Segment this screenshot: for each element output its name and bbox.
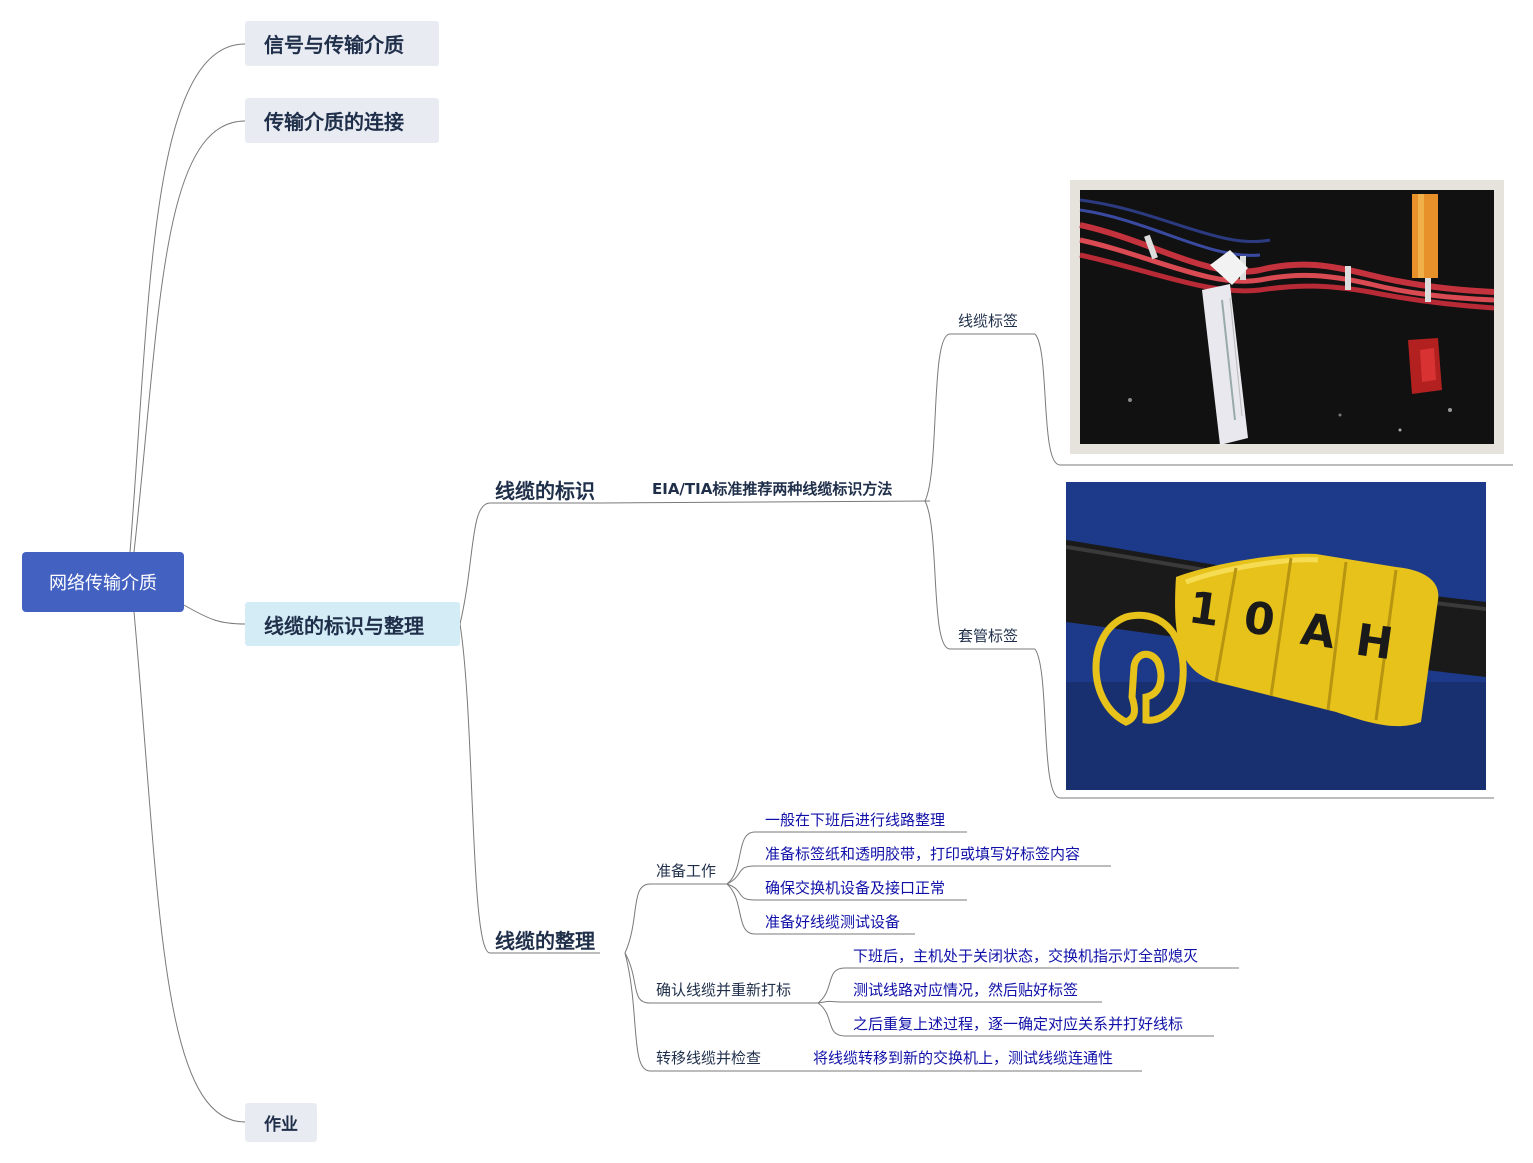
line-root-cablemgmt (183, 604, 246, 625)
topic-signal-label: 信号与传输介质 (264, 33, 404, 57)
line-prep-2 (726, 865, 1111, 885)
sleeve-char-3: A (1297, 603, 1339, 660)
prep-item-2[interactable]: 准备标签纸和透明胶带，打印或填写好标签内容 (765, 845, 1081, 863)
line-confirm-3 (817, 1002, 1214, 1037)
line-confirm-1 (817, 967, 1239, 1004)
line-org-transfer (624, 952, 1142, 1072)
confirm-item-2[interactable]: 测试线路对应情况，然后贴好标签 (853, 981, 1079, 999)
sleeve-char-4: H (1352, 614, 1397, 671)
sleeve-tag-photo: 1 0 A H (1066, 482, 1486, 790)
topic-cable-mgmt-label: 线缆的标识与整理 (264, 613, 424, 638)
sleeve-tag-photo-drawing (1066, 482, 1486, 790)
line-root-signal (129, 43, 246, 553)
confirm-item-1[interactable]: 下班后，主机处于关闭状态，交换机指示灯全部熄灭 (853, 947, 1199, 965)
topic-signal[interactable]: 信号与传输介质 (245, 21, 439, 66)
root-topic-label: 网络传输介质 (49, 573, 157, 594)
confirm-item-3[interactable]: 之后重复上述过程，逐一确定对应关系并打好线标 (853, 1015, 1184, 1033)
topic-identification[interactable]: 线缆的标识 (495, 479, 595, 503)
topic-cable-tag[interactable]: 线缆标签 (958, 312, 1019, 330)
topic-connection-label: 传输介质的连接 (264, 110, 404, 134)
line-ident-method (599, 500, 931, 504)
line-confirm-2 (817, 1000, 1102, 1004)
topic-sleeve-tag[interactable]: 套管标签 (958, 627, 1019, 645)
topic-method[interactable]: EIA/TIA标准推荐两种线缆标识方法 (652, 480, 893, 498)
line-org-confirm (624, 952, 818, 1004)
topic-homework-label: 作业 (264, 1115, 298, 1135)
line-cablemgmt-ident (459, 502, 600, 625)
line-cablemgmt-org (459, 623, 600, 954)
transfer-item[interactable]: 将线缆转移到新的交换机上，测试线缆连通性 (813, 1049, 1114, 1067)
root-topic[interactable]: 网络传输介质 (22, 552, 184, 612)
topic-connection[interactable]: 传输介质的连接 (245, 98, 439, 143)
topic-organization[interactable]: 线缆的整理 (495, 929, 595, 953)
line-org-prep (624, 883, 727, 954)
cable-tag-photo (1070, 180, 1504, 454)
prep-item-1[interactable]: 一般在下班后进行线路整理 (765, 811, 946, 829)
line-prep-4 (726, 883, 915, 935)
line-sleeve-photo (1034, 648, 1494, 799)
line-prep-3 (726, 883, 967, 901)
line-tag-photo (1034, 333, 1513, 466)
line-root-connection (133, 120, 246, 553)
topic-transfer[interactable]: 转移线缆并检查 (656, 1049, 762, 1067)
line-method-sleeve (924, 500, 1035, 650)
cable-tag-photo-drawing (1079, 190, 1495, 445)
topic-homework[interactable]: 作业 (245, 1103, 317, 1142)
prep-item-3[interactable]: 确保交换机设备及接口正常 (765, 879, 946, 897)
line-root-homework (133, 611, 246, 1123)
topic-confirm[interactable]: 确认线缆并重新打标 (656, 981, 792, 999)
topic-cable-mgmt[interactable]: 线缆的标识与整理 (245, 602, 460, 646)
line-method-tag (924, 333, 1035, 502)
line-prep-1 (726, 831, 967, 885)
topic-prep[interactable]: 准备工作 (656, 862, 717, 880)
prep-item-4[interactable]: 准备好线缆测试设备 (765, 913, 901, 931)
